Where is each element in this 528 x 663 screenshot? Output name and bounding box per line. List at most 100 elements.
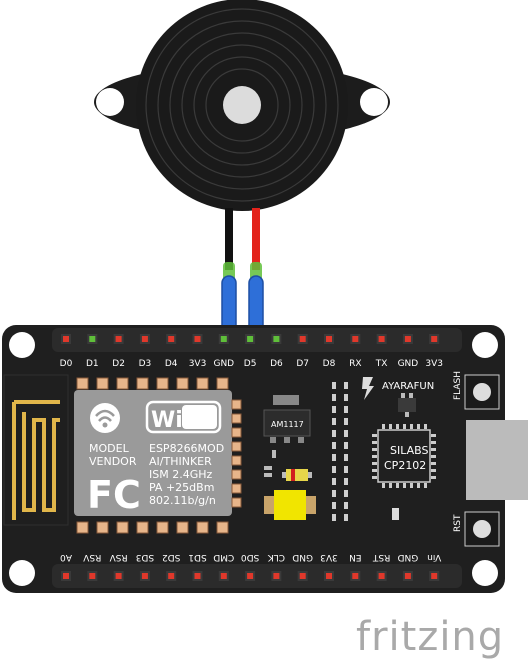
top-pin-label: D5 — [244, 359, 257, 369]
chip-pin — [417, 483, 420, 488]
module-pad — [231, 469, 242, 480]
usb-chip-line2: CP2102 — [384, 459, 426, 472]
top-pin — [299, 336, 306, 342]
top-pin-label: D6 — [270, 359, 283, 369]
pad-dot — [344, 430, 348, 437]
buzzer-rings — [145, 8, 339, 202]
transistor — [398, 393, 416, 417]
pad-dot — [332, 514, 336, 521]
pad-dot — [344, 418, 348, 425]
mount-hole-top-right — [472, 332, 498, 358]
module-pad — [116, 377, 129, 390]
pad-dot — [332, 406, 336, 413]
module-model-label: MODEL — [89, 442, 130, 455]
chip-pin — [431, 441, 436, 444]
chip-pin — [431, 469, 436, 472]
buzzer-wires — [221, 208, 264, 341]
top-pin-label: D7 — [296, 359, 309, 369]
pad-dot — [332, 382, 336, 389]
chip-pin — [431, 476, 436, 479]
pad-dot — [332, 466, 336, 473]
module-pad — [231, 455, 242, 466]
bottom-pin-label: SD2 — [162, 552, 180, 562]
module-pad — [231, 427, 242, 438]
buzzer-tab-hole-right — [360, 88, 388, 116]
top-pin-label: TX — [375, 359, 388, 369]
pad-dot — [344, 490, 348, 497]
mount-hole-top-left — [9, 332, 35, 358]
top-pin — [326, 336, 332, 342]
mount-hole-bottom-left — [9, 560, 35, 586]
bottom-pin-row — [61, 571, 440, 581]
brand-text: AYARAFUN — [382, 381, 434, 392]
chip-pin — [424, 424, 427, 429]
bottom-pin-label: CMD — [213, 552, 234, 562]
bottom-pin-label: GND — [292, 552, 313, 562]
pad-dot — [332, 478, 336, 485]
top-pin — [431, 336, 438, 342]
top-pin — [378, 336, 385, 342]
module-pad — [216, 521, 229, 534]
chip-pin — [372, 434, 377, 437]
chip-pin — [372, 441, 377, 444]
bottom-pin — [247, 573, 254, 579]
pad-dot — [344, 502, 348, 509]
bottom-pin-label: RSV — [109, 552, 128, 562]
esp8266-module: WiFi MODEL VENDOR FC ESP8266MOD AI/THINK… — [74, 377, 242, 534]
top-pin-label: D4 — [165, 359, 178, 369]
regulator-label: AM1117 — [271, 420, 304, 429]
wifi-logo-text: WiFi — [151, 408, 205, 433]
top-pin-label: D2 — [112, 359, 125, 369]
module-pad — [156, 521, 169, 534]
chip-pin — [372, 462, 377, 465]
top-pin-label: 3V3 — [189, 359, 207, 369]
pad-dot — [344, 442, 348, 449]
wifi-symbol-icon — [90, 403, 120, 433]
rst-label: RST — [453, 514, 463, 532]
pad-dot — [344, 454, 348, 461]
bottom-pin — [404, 573, 411, 579]
top-header-strip — [52, 328, 462, 352]
module-pad — [76, 377, 89, 390]
rst-button[interactable] — [464, 511, 500, 547]
chip-pin — [382, 424, 385, 429]
chip-pin — [389, 424, 392, 429]
module-pad — [96, 521, 109, 534]
top-pin-label: D8 — [323, 359, 336, 369]
bottom-pin-label: EN — [349, 552, 361, 562]
bottom-pin — [273, 573, 280, 579]
chip-pin — [382, 483, 385, 488]
buzzer-center-hole — [223, 86, 261, 124]
top-pin-label: D3 — [139, 359, 152, 369]
pad-dot — [344, 382, 348, 389]
chip-pin — [389, 483, 392, 488]
bottom-pin — [378, 573, 385, 579]
chip-pin — [372, 476, 377, 479]
module-pad — [231, 399, 242, 410]
flash-button[interactable] — [464, 374, 500, 410]
chip-pin — [396, 483, 399, 488]
chip-pin — [431, 448, 436, 451]
chip-pin — [410, 424, 413, 429]
bottom-pin — [431, 573, 438, 579]
module-pad — [96, 377, 109, 390]
bottom-pin — [326, 573, 332, 579]
module-pads — [76, 377, 242, 534]
chip-pin — [417, 424, 420, 429]
module-pad — [136, 377, 149, 390]
top-pin-label: D1 — [86, 359, 99, 369]
top-pin — [89, 336, 96, 342]
pad-dot — [344, 406, 348, 413]
top-pin — [404, 336, 411, 342]
top-pin-label: GND — [398, 359, 419, 369]
usb-chip-line1: SILABS — [390, 444, 428, 457]
wire-red — [252, 208, 260, 270]
pad-dot — [344, 394, 348, 401]
bottom-pin-label: 3V3 — [320, 552, 338, 562]
pad-dot — [332, 490, 336, 497]
mount-hole-bottom-right — [472, 560, 498, 586]
brand-logo: AYARAFUN — [362, 377, 434, 400]
chip-pin — [372, 448, 377, 451]
bottom-pin-label: RST — [372, 552, 390, 562]
